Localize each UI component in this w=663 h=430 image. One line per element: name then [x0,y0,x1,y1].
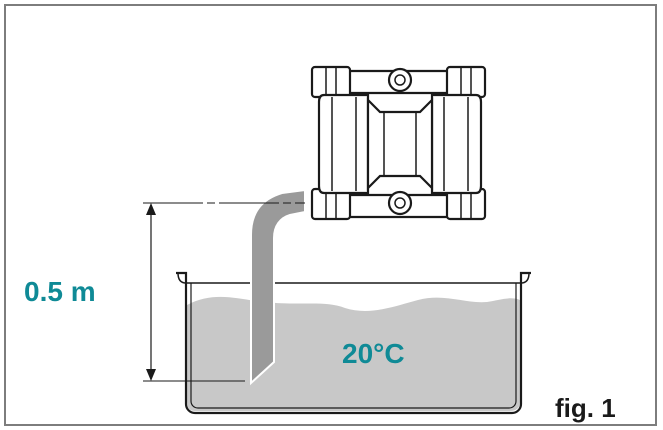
figure-caption: fig. 1 [555,393,616,423]
diaphragm-pump [310,65,487,221]
suction-hose [250,188,306,386]
tank-inner-wall [190,283,517,409]
height-dimension [143,202,305,382]
temperature-label: 20°C [342,338,405,369]
tank-outline [176,271,531,415]
height-label: 0.5 m [24,276,96,307]
tank-rim [177,272,530,284]
